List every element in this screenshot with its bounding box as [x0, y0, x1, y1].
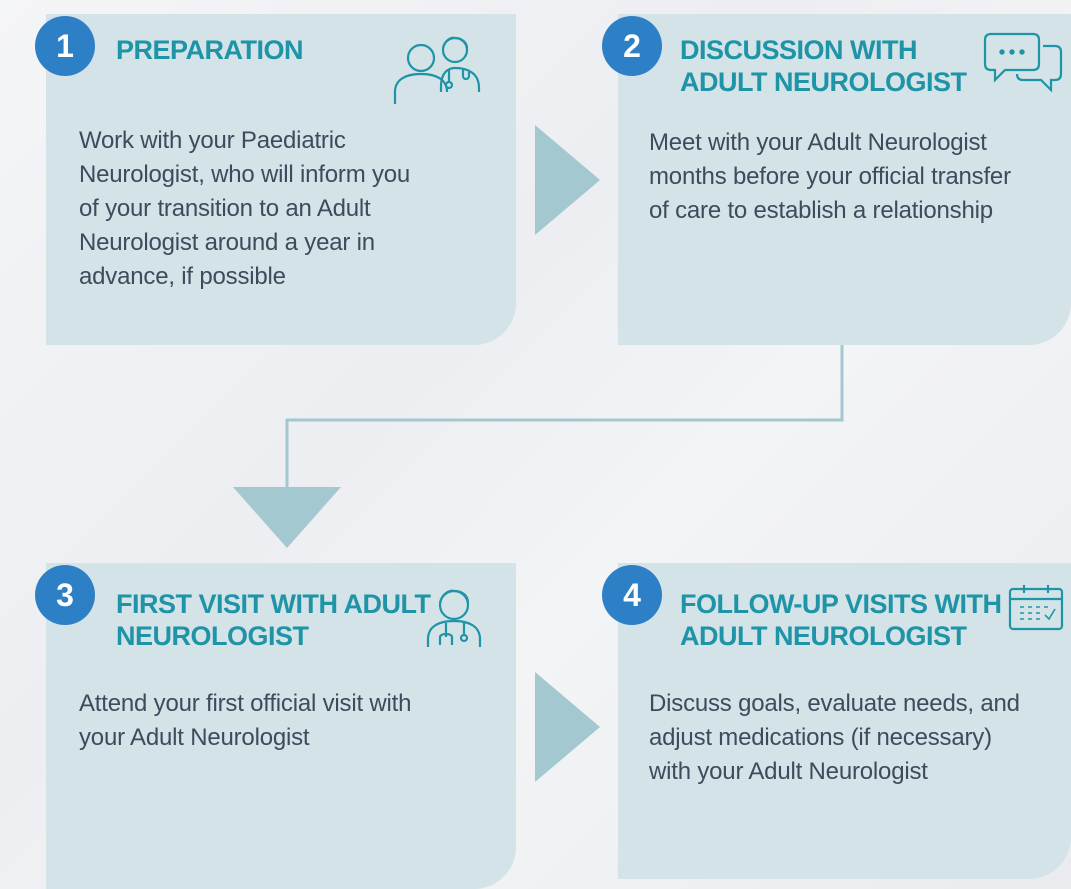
down-arrow: [233, 487, 341, 548]
right-arrow-1-to-2: [535, 125, 600, 235]
step-number-badge-4: 4: [602, 565, 662, 625]
step-description: Discuss goals, evaluate needs, and adjus…: [649, 690, 1020, 785]
chat-bubbles-icon: [983, 30, 1065, 96]
step-number-badge-3: 3: [35, 565, 95, 625]
step-title: DISCUSSION WITH ADULT NEUROLOGIST: [680, 35, 967, 97]
step-card-3: FIRST VISIT WITH ADULT NEUROLOGIST Atten…: [46, 563, 516, 889]
step-title: FOLLOW-UP VISITS WITH ADULT NEUROLOGIST: [680, 589, 1002, 651]
step-number-badge-1: 1: [35, 16, 95, 76]
step-card-4: FOLLOW-UP VISITS WITH ADULT NEUROLOGIST …: [618, 563, 1071, 879]
step-card-2: DISCUSSION WITH ADULT NEUROLOGIST Meet w…: [618, 14, 1071, 345]
step-title: FIRST VISIT WITH ADULT NEUROLOGIST: [116, 589, 431, 651]
step-card-1: PREPARATION Work with your Paediatric Ne…: [46, 14, 516, 345]
doctor-icon: [424, 585, 490, 653]
step-title: PREPARATION: [116, 35, 304, 65]
patient-doctor-icon: [391, 28, 486, 108]
step-number-badge-2: 2: [602, 16, 662, 76]
step-description: Work with your Paediatric Neurologist, w…: [79, 127, 411, 290]
calendar-icon: [1006, 583, 1066, 633]
step-description: Attend your first official visit with yo…: [79, 690, 412, 751]
step-description: Meet with your Adult Neurologist months …: [649, 129, 1011, 224]
right-arrow-3-to-4: [535, 672, 600, 782]
